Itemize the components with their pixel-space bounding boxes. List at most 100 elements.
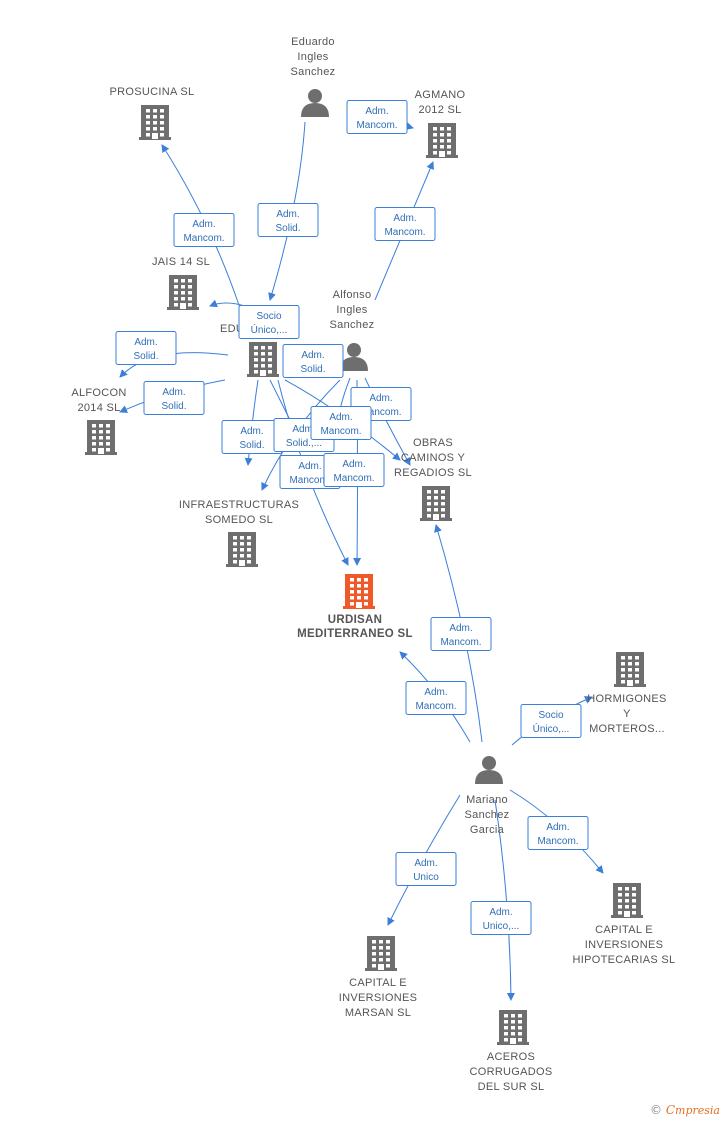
footer-brand[interactable]: © Cmpresia <box>650 1103 720 1117</box>
relation-label: Adm. <box>134 337 157 348</box>
relation-label: Solid. <box>161 401 186 412</box>
main-building-icon <box>343 574 375 609</box>
node-aceros[interactable]: ACEROS CORRUGADOS DEL SUR SL <box>469 1010 552 1093</box>
relation-box-r10[interactable]: Adm.Solid. <box>221 420 283 454</box>
relation-label: Mancom. <box>320 426 361 437</box>
relation-box-r6[interactable]: Adm.Solid. <box>115 331 177 365</box>
building-icon <box>167 275 199 310</box>
node-jais14[interactable]: JAIS 14 SL <box>152 256 210 310</box>
relation-label: Adm. <box>192 219 215 230</box>
relation-label: Adm. <box>342 459 365 470</box>
relation-label: Único,... <box>251 323 288 336</box>
relation-label: Adm. <box>546 822 569 833</box>
relation-box-r3[interactable]: Adm. Mancom. <box>173 213 235 247</box>
relation-label: Adm. <box>414 858 437 869</box>
building-icon <box>365 936 397 971</box>
node-label: Mariano <box>466 794 508 806</box>
node-label: DEL SUR SL <box>478 1081 545 1093</box>
person-icon <box>340 343 368 371</box>
relation-box-r5[interactable]: SocioÚnico,... <box>238 305 300 339</box>
node-label: Sanchez <box>330 319 375 331</box>
relation-box-r15[interactable]: Adm.Mancom. <box>430 617 492 651</box>
relation-box-r4[interactable]: Adm.Mancom. <box>374 207 436 241</box>
node-label: HIPOTECARIAS SL <box>573 954 676 966</box>
relation-box-r12[interactable]: Adm. Mancom. <box>310 406 372 440</box>
relation-label: Mancom. <box>289 475 330 486</box>
node-hormigones[interactable]: HORMIGONES Y MORTEROS... <box>587 652 666 735</box>
relation-box-r16[interactable]: Adm. Mancom. <box>405 681 467 715</box>
node-label: Garcia <box>470 824 505 836</box>
node-label: Sanchez <box>465 809 510 821</box>
building-icon <box>85 420 117 455</box>
relation-label: Adm. <box>449 623 472 634</box>
relation-label: Solid. <box>239 440 264 451</box>
brand-logo: Cmpresia <box>665 1103 720 1117</box>
building-icon <box>247 342 279 377</box>
node-label: Ingles <box>336 304 367 316</box>
node-label: MORTEROS... <box>589 723 665 735</box>
node-label: HORMIGONES <box>587 693 666 705</box>
relation-box-r8[interactable]: Adm. Solid. <box>143 381 205 415</box>
node-label: Y <box>623 708 631 720</box>
node-label: OBRAS <box>413 437 453 449</box>
node-label: CAMINOS Y <box>401 452 466 464</box>
person-icon <box>475 756 503 784</box>
relation-label: Adm. <box>329 412 352 423</box>
node-edu[interactable]: EDU <box>220 323 279 377</box>
building-icon <box>611 883 643 918</box>
relation-label: Adm. <box>369 393 392 404</box>
relation-label: Mancom. <box>415 701 456 712</box>
relations-layer: Adm. Mancom. Adm. Solid. Adm. Mancom. Adm. Manc… <box>115 100 589 935</box>
relation-box-r19[interactable]: Adm. Unico <box>395 852 457 886</box>
node-label: CORRUGADOS <box>469 1066 552 1078</box>
relation-box-r2[interactable]: Adm. Solid. <box>257 203 319 237</box>
relation-box-r14[interactable]: Adm.Mancom. <box>323 453 385 487</box>
node-label: MEDITERRANEO SL <box>297 628 413 640</box>
relation-box-r17[interactable]: SocioÚnico,... <box>520 704 582 738</box>
node-label: ALFOCON <box>71 387 126 399</box>
building-icon <box>226 532 258 567</box>
relation-label: Adm. <box>301 350 324 361</box>
building-icon <box>614 652 646 687</box>
node-label: PROSUCINA SL <box>110 86 195 98</box>
building-icon <box>497 1010 529 1045</box>
node-label: INFRAESTRUCTURAS <box>179 499 299 511</box>
relation-box-r7[interactable]: Adm.Solid. <box>282 344 344 378</box>
relation-box-r20[interactable]: Adm.Unico,... <box>470 901 532 935</box>
relation-label: Adm. <box>162 387 185 398</box>
relation-label: Único,... <box>533 722 570 735</box>
relation-label: Mancom. <box>183 233 224 244</box>
building-icon <box>426 123 458 158</box>
relation-label: Adm. <box>298 461 321 472</box>
relation-label: Unico,... <box>483 921 520 932</box>
node-label: ACEROS <box>487 1051 535 1063</box>
relation-label: Solid. <box>275 223 300 234</box>
relation-label: Adm. <box>276 209 299 220</box>
node-label: Alfonso <box>333 289 372 301</box>
relation-box-r1[interactable]: Adm.Mancom. <box>346 100 408 134</box>
relation-label: Unico <box>413 872 439 883</box>
relation-label: Solid.,... <box>286 438 322 449</box>
relation-box-r18[interactable]: Adm.Mancom. <box>527 816 589 850</box>
node-label: CAPITAL E <box>595 924 653 936</box>
node-label: CAPITAL E <box>349 977 407 989</box>
node-label: MARSAN SL <box>345 1007 411 1019</box>
node-label: EDU <box>220 323 244 335</box>
relation-label: Adm. <box>424 687 447 698</box>
relation-label: Mancom. <box>356 120 397 131</box>
building-icon <box>139 105 171 140</box>
node-prosucina[interactable]: PROSUCINA SL <box>110 86 195 140</box>
relation-label: Adm. <box>292 424 315 435</box>
